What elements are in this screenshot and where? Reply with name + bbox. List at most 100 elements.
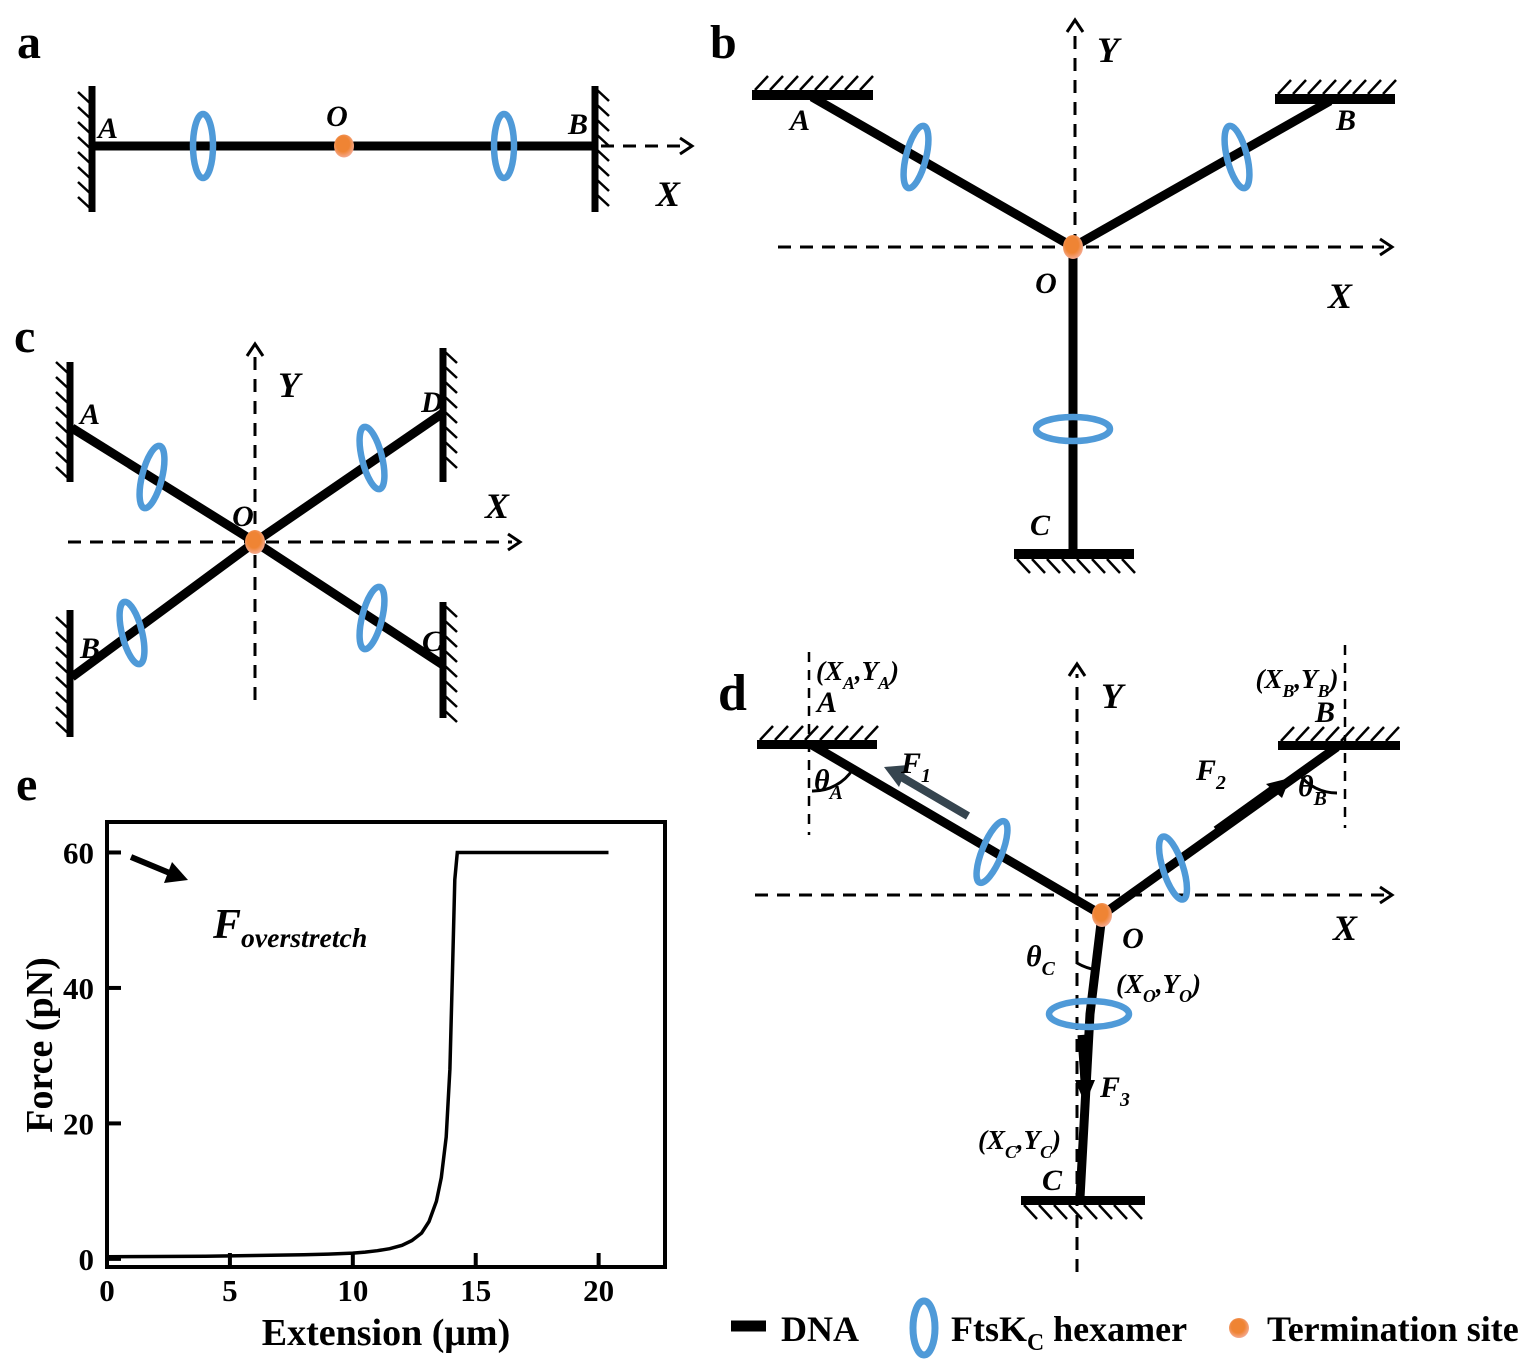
x-tick-label: 10 bbox=[337, 1273, 368, 1308]
label-c-A: A bbox=[78, 398, 100, 431]
ftsk-hexamer-icon bbox=[490, 110, 518, 182]
force-f1-arrow bbox=[884, 765, 971, 820]
label-a-B: B bbox=[567, 108, 588, 141]
wall-hatch bbox=[1015, 557, 1137, 575]
wall-hatch bbox=[758, 724, 880, 742]
termination-site-icon bbox=[245, 530, 265, 554]
ftsk-hexamer-icon bbox=[356, 583, 388, 653]
force-f2-arrow bbox=[1213, 778, 1290, 834]
panel-d: d bbox=[718, 645, 1401, 1272]
ftsk-hexamer-icon bbox=[1032, 413, 1114, 445]
panel-b: b A B C O Y X bbox=[710, 16, 1398, 575]
wall-hatch bbox=[1276, 78, 1398, 96]
label-b-C: C bbox=[1030, 509, 1051, 542]
dna-strand-a bbox=[809, 741, 1105, 919]
x-tick-label: 20 bbox=[583, 1273, 614, 1308]
wall-ceiling-left bbox=[752, 90, 873, 100]
x-axis-title: Extension (μm) bbox=[262, 1312, 510, 1354]
wall-floor bbox=[1021, 1196, 1145, 1205]
label-c-X: X bbox=[484, 486, 510, 526]
label-d-f2: F2 bbox=[1195, 754, 1226, 794]
label-c-C: C bbox=[422, 625, 443, 658]
axis-ticks: 0 5 10 15 20 0 20 40 60 bbox=[63, 835, 614, 1308]
termination-site-legend-icon bbox=[1229, 1318, 1249, 1338]
force-f3-arrow bbox=[1075, 1034, 1095, 1104]
label-d-xoyo: (XO,YO) bbox=[1116, 969, 1201, 1006]
ftsk-hexamer-icon bbox=[973, 817, 1011, 887]
label-d-theta-a: θA bbox=[814, 764, 843, 804]
label-a-A: A bbox=[96, 112, 118, 145]
ftsk-hexamer-icon bbox=[1155, 833, 1191, 903]
label-d-O: O bbox=[1122, 922, 1144, 955]
wall-ceiling-right bbox=[1278, 741, 1400, 750]
ftsk-hexamer-icon bbox=[356, 423, 388, 493]
ftsk-hexamer-icon bbox=[136, 442, 168, 512]
force-extension-curve bbox=[106, 850, 609, 1259]
figure-legend: DNA FtsKC hexamer Termination site bbox=[731, 1297, 1519, 1359]
x-tick-label: 0 bbox=[99, 1273, 115, 1308]
plot-frame bbox=[105, 820, 667, 1269]
ftsk-hexamer-icon bbox=[1045, 997, 1133, 1031]
label-d-f3: F3 bbox=[1099, 1071, 1130, 1111]
panel-letter-d: d bbox=[718, 665, 747, 722]
theta-a-arc bbox=[811, 768, 855, 793]
label-b-O: O bbox=[1035, 267, 1057, 300]
label-c-D: D bbox=[420, 386, 443, 419]
label-a-O: O bbox=[326, 100, 348, 133]
panel-letter-b: b bbox=[710, 16, 737, 69]
theta-b-arc bbox=[1297, 773, 1338, 795]
panel-letter-e: e bbox=[16, 758, 37, 811]
label-d-theta-c: θC bbox=[1026, 940, 1056, 980]
label-d-theta-b: θB bbox=[1298, 770, 1327, 810]
label-d-A: A bbox=[815, 686, 837, 719]
panel-letter-c: c bbox=[14, 310, 35, 363]
label-c-Y: Y bbox=[278, 365, 303, 405]
y-tick-label: 40 bbox=[63, 971, 94, 1006]
x-axis-arrowhead bbox=[679, 136, 695, 156]
legend-termination-label: Termination site bbox=[1267, 1309, 1519, 1349]
ftsk-hexamer-icon bbox=[1221, 122, 1253, 192]
legend-ftsk-label: FtsKC hexamer bbox=[951, 1309, 1187, 1356]
x-axis-arrowhead bbox=[507, 532, 523, 552]
dna-strand-c bbox=[252, 538, 446, 669]
termination-site-icon bbox=[1092, 903, 1112, 927]
dna-strand-b bbox=[69, 538, 258, 681]
label-b-X: X bbox=[1327, 276, 1353, 316]
y-tick-label: 20 bbox=[63, 1106, 94, 1141]
panel-a: a A O B X bbox=[17, 16, 695, 214]
panel-letter-a: a bbox=[17, 16, 41, 69]
wall-ceiling-right bbox=[1275, 94, 1395, 104]
label-a-X: X bbox=[655, 174, 681, 214]
dna-strand-c bbox=[1075, 914, 1107, 1199]
dna-strand-a bbox=[809, 93, 1076, 251]
y-tick-label: 60 bbox=[63, 835, 94, 870]
panel-c: c A B D C O Y X bbox=[14, 310, 523, 737]
x-axis-arrowhead bbox=[1379, 885, 1395, 905]
y-axis-arrowhead bbox=[245, 341, 265, 357]
wall-hatch bbox=[1022, 1203, 1144, 1221]
label-d-f1: F1 bbox=[900, 747, 931, 787]
x-tick-label: 5 bbox=[222, 1273, 238, 1308]
termination-site-icon bbox=[1063, 235, 1083, 259]
label-d-X: X bbox=[1332, 908, 1358, 948]
wall-hatch bbox=[1279, 725, 1401, 743]
label-d-B: B bbox=[1314, 696, 1335, 729]
dna-strand-d bbox=[252, 409, 446, 546]
label-d-xaya: (XA,YA) bbox=[816, 656, 899, 693]
y-axis-arrowhead bbox=[1067, 661, 1087, 677]
overstretch-annotation: Foverstretch bbox=[212, 902, 367, 953]
label-c-B: B bbox=[79, 632, 100, 665]
theta-c-arc bbox=[1076, 961, 1098, 972]
x-tick-label: 15 bbox=[460, 1273, 491, 1308]
y-tick-label: 0 bbox=[79, 1242, 95, 1277]
panel-e-chart: e 0 5 10 15 20 0 20 40 60 Foverstretch Extension… bbox=[16, 758, 667, 1354]
label-b-A: A bbox=[788, 104, 810, 137]
label-b-B: B bbox=[1335, 104, 1356, 137]
y-axis-arrowhead bbox=[1065, 17, 1085, 33]
termination-site-icon bbox=[334, 134, 354, 158]
legend-dna-label: DNA bbox=[781, 1309, 859, 1349]
ftsk-hexamer-icon bbox=[900, 122, 932, 192]
ftsk-hexamer-icon bbox=[116, 598, 148, 668]
